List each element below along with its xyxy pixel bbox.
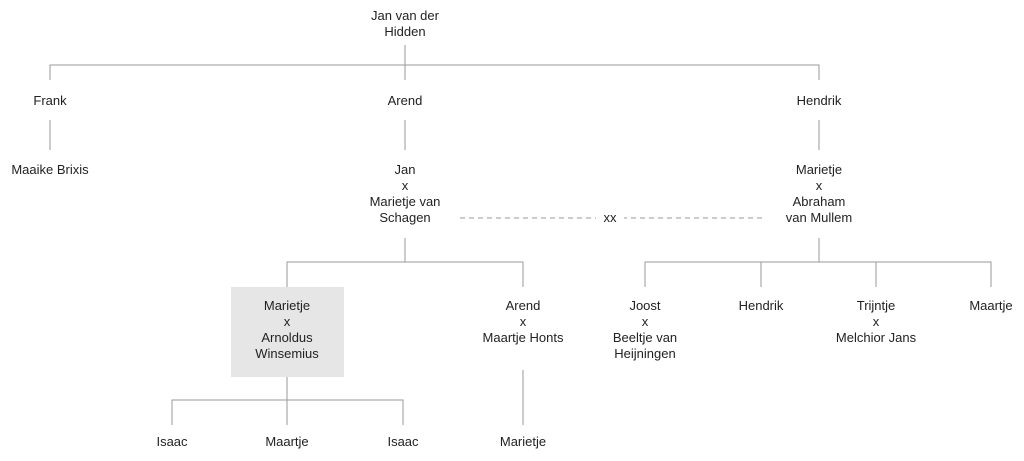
person-name: Arend — [388, 93, 423, 108]
person-name: Maaike Brixis — [11, 162, 89, 177]
marriage-link-knot — [596, 209, 624, 227]
person-node-hendrik1: Hendrik — [797, 93, 842, 108]
person-name: Trijntje — [857, 298, 896, 313]
person-node-maartje2: Maartje — [265, 434, 308, 449]
person-name: Marietje — [796, 162, 842, 177]
marriage-symbol: x — [520, 314, 527, 329]
person-node-isaac1: Isaac — [156, 434, 188, 449]
person-name: Arnoldus — [261, 330, 313, 345]
person-name: Hidden — [384, 24, 425, 39]
person-node-maartje1: Maartje — [969, 298, 1012, 313]
person-name: Hendrik — [797, 93, 842, 108]
tree-edges — [49, 45, 992, 425]
person-name: Joost — [629, 298, 660, 313]
person-name: Arend — [506, 298, 541, 313]
person-name: Melchior Jans — [836, 330, 917, 345]
person-name: van Mullem — [786, 210, 852, 225]
person-name: Marietje van — [370, 194, 441, 209]
person-name: Maartje — [265, 434, 308, 449]
marriage-symbol: x — [284, 314, 291, 329]
marriage-symbol: x — [642, 314, 649, 329]
person-node-arend1: Arend — [388, 93, 423, 108]
person-node-marietje3: Marietje — [500, 434, 546, 449]
person-name: Isaac — [387, 434, 419, 449]
tree-edge — [644, 261, 992, 287]
tree-edge — [286, 261, 524, 287]
person-node-hendrik2: Hendrik — [739, 298, 784, 313]
person-name: Maartje Honts — [483, 330, 564, 345]
person-name: Jan — [395, 162, 416, 177]
tree-edge — [49, 64, 820, 80]
person-node-maaike: Maaike Brixis — [11, 162, 89, 177]
person-name: Maartje — [969, 298, 1012, 313]
marriage-symbol: x — [873, 314, 880, 329]
person-name: Beeltje van — [613, 330, 677, 345]
marriage-link-label: xx — [604, 210, 618, 225]
highlight-box — [231, 287, 344, 377]
person-name: Jan van der — [371, 8, 440, 23]
person-node-isaac2: Isaac — [387, 434, 419, 449]
marriage-symbol: x — [402, 178, 409, 193]
person-name: Heijningen — [614, 346, 675, 361]
person-name: Schagen — [379, 210, 430, 225]
marriage-symbol: x — [816, 178, 823, 193]
person-name: Marietje — [500, 434, 546, 449]
person-name: Winsemius — [255, 346, 319, 361]
person-name: Abraham — [793, 194, 846, 209]
person-name: Isaac — [156, 434, 188, 449]
person-name: Hendrik — [739, 298, 784, 313]
person-name: Marietje — [264, 298, 310, 313]
person-name: Frank — [33, 93, 67, 108]
person-node-frank: Frank — [33, 93, 67, 108]
